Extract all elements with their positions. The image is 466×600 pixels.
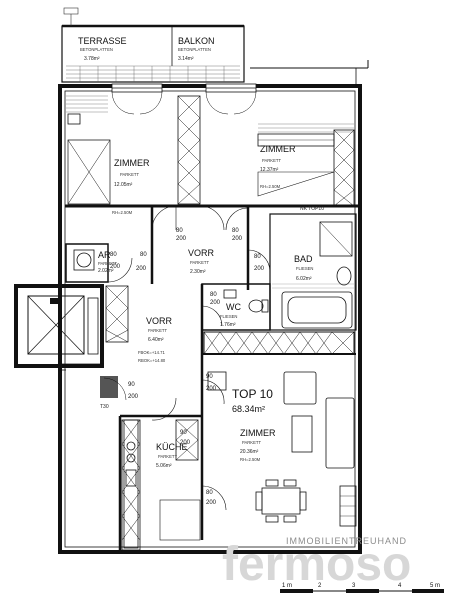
balcony-floor: BETONPLATTEN: [178, 47, 211, 52]
balcony-name: BALKON: [178, 36, 215, 46]
rbok-label: RBOK=+14.80: [138, 358, 166, 363]
scale-bar: 1 m 2 3 4 5 m: [280, 583, 444, 593]
bath-name: BAD: [294, 254, 313, 264]
scale-tick: 3: [352, 583, 356, 589]
door-dim: 90: [180, 430, 187, 436]
storage-area: 2.02m²: [98, 268, 114, 274]
storage-name: AR: [98, 250, 111, 260]
kitchen-floor: PARKETT: [158, 454, 177, 459]
wc-floor: FLIESEN: [220, 314, 237, 319]
door-dim: 80: [176, 228, 183, 234]
door-dim: 200: [206, 500, 217, 506]
entrance-area: [58, 363, 127, 401]
door-dim: 80: [206, 490, 213, 496]
door-dim: 200: [206, 386, 217, 392]
room-labels: ZIMMER PARKETT 12.05m² RH=2.50M ZIMMER P…: [98, 144, 324, 469]
door-dim: 90: [206, 374, 213, 380]
hall2-area: 6.40m²: [148, 337, 164, 343]
elevator-shaft: [14, 284, 104, 368]
t30-label: T30: [100, 404, 109, 410]
storage-floor: PARKETT: [98, 261, 117, 266]
bedroom1-area: 12.05m²: [114, 182, 133, 188]
door-dim: 200: [176, 236, 187, 242]
terrace-name: TERRASSE: [78, 36, 127, 46]
interior-walls: [65, 95, 360, 552]
door-dim: 80: [110, 252, 117, 258]
apartment-unit: TOP 10: [232, 387, 273, 401]
wc-area: 1.76m²: [220, 322, 236, 328]
door-dim: 80: [232, 228, 239, 234]
door-dim: 200: [254, 266, 265, 272]
bedroom1-name: ZIMMER: [114, 158, 150, 168]
bedroom1-note: RH=2.50M: [112, 210, 133, 215]
bath-area: 6.02m²: [296, 276, 312, 282]
facade-hatch: [66, 95, 354, 133]
watermark: IMMOBILIENTREUHAND fermoso: [222, 536, 411, 591]
living-note: RH=2.50M: [240, 457, 261, 462]
living-area: 20.36m²: [240, 449, 259, 455]
door-dim: 80: [210, 292, 217, 298]
living-name: ZIMMER: [240, 428, 276, 438]
bedroom2-note: RH=2.50M: [260, 184, 281, 189]
door-dim: 80: [254, 254, 261, 260]
bedroom2-name: ZIMMER: [260, 144, 296, 154]
fbok-label: FBOK=+14.71: [138, 350, 165, 355]
kitchen-name: KÜCHE: [156, 442, 188, 452]
door-dim: 200: [180, 440, 191, 446]
hall1-area: 2.30m²: [190, 269, 206, 275]
terrace-area: 3.78m²: [84, 56, 100, 62]
watermark-logo: fermoso: [222, 538, 411, 591]
scale-tick: 5 m: [430, 583, 440, 589]
living-floor: PARKETT: [242, 440, 261, 445]
door-dim: 200: [128, 394, 139, 400]
door-dim: 200: [232, 236, 243, 242]
wc-name: WC: [226, 302, 241, 312]
hall1-floor: PARKETT: [190, 260, 209, 265]
door-dim: 90: [128, 382, 135, 388]
bath-tiles: [272, 283, 354, 289]
terrace-floor: BETONPLATTEN: [80, 47, 113, 52]
watermark-tagline: IMMOBILIENTREUHAND: [286, 536, 407, 546]
door-dimensions: 80 200 80 200 80 200 80 200 80 200 90 20…: [110, 228, 265, 506]
upper-windows: [111, 83, 257, 115]
scale-tick: 2: [318, 583, 322, 589]
nk-label: NK TOP10: [300, 206, 324, 212]
balcony-area: 3.14m²: [178, 56, 194, 62]
bedroom2-floor: PARKETT: [262, 158, 281, 163]
scale-tick: 4: [398, 583, 402, 589]
door-dim: 200: [136, 266, 147, 272]
scale-tick: 1 m: [282, 583, 292, 589]
hall2-name: VORR: [146, 316, 173, 326]
door-swings: [107, 205, 271, 511]
furniture: [67, 113, 357, 549]
bath-floor: FLIESEN: [296, 266, 313, 271]
hall1-name: VORR: [188, 248, 215, 258]
terrace-balcony-strip: TERRASSE BETONPLATTEN 3.78m² BALKON BETO…: [61, 7, 245, 83]
apartment-area: 68.34m²: [232, 404, 265, 414]
bedroom2-area: 12.37m²: [260, 167, 279, 173]
door-dim: 80: [140, 252, 147, 258]
hall2-floor: PARKETT: [148, 328, 167, 333]
door-dim: 200: [210, 300, 221, 306]
bedroom1-floor: PARKETT: [120, 172, 139, 177]
kitchen-area: 5.06m²: [156, 463, 172, 469]
door-dim: 200: [110, 264, 121, 270]
